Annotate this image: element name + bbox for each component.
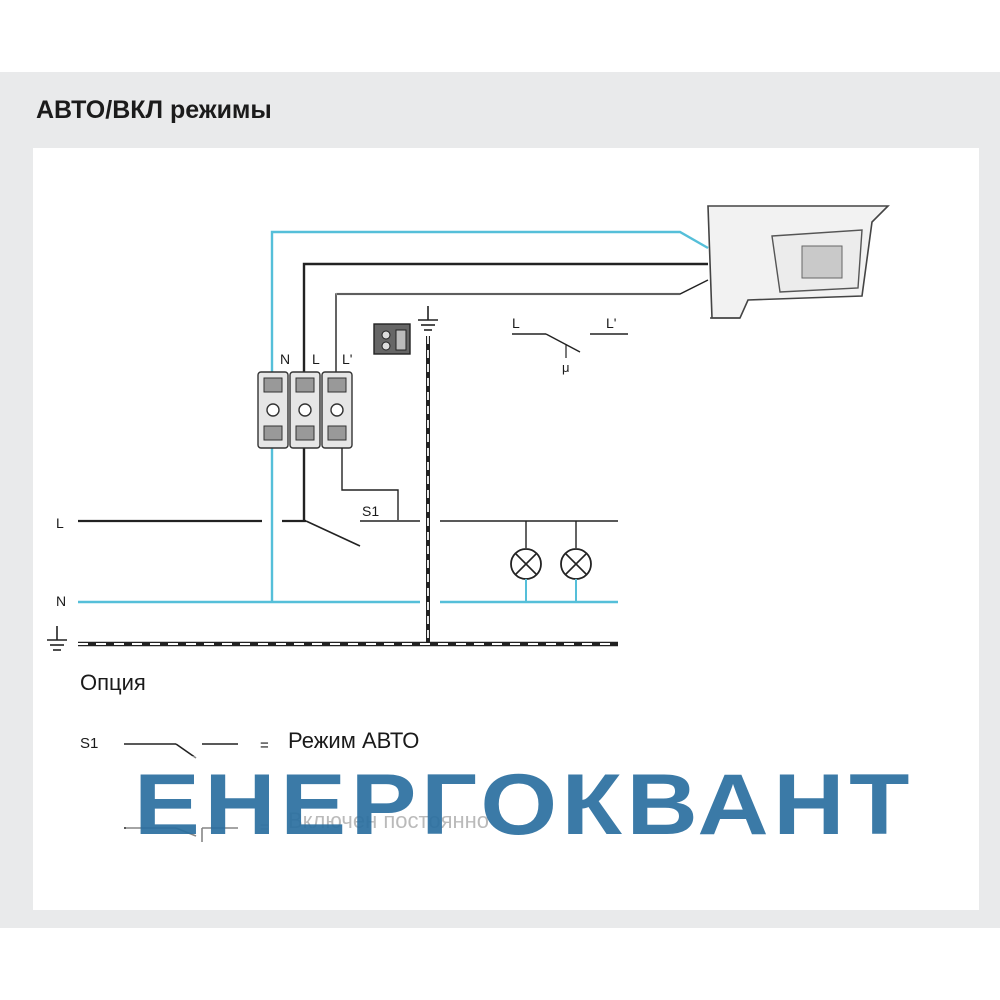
legend-auto-equals: = xyxy=(260,737,269,754)
watermark-text: ЕНЕРГОКВАНТ xyxy=(134,757,914,848)
legend-mode-on: Включен постоянно xyxy=(288,808,489,833)
motion-sensor-icon xyxy=(707,205,890,319)
line-wire-sensor xyxy=(302,262,708,522)
legend-switch-auto-icon xyxy=(124,743,238,759)
terminal-block xyxy=(257,371,353,449)
line-label-l: L xyxy=(56,515,64,531)
switch-label-s1: S1 xyxy=(362,503,379,519)
lamp-icon xyxy=(560,521,592,602)
switch-s1-blade xyxy=(305,520,361,547)
legend-mode-auto: Режим АВТО xyxy=(288,728,419,753)
legend-switch-on-icon xyxy=(124,827,238,842)
terminal-label-n: N xyxy=(280,351,290,367)
earth-terminal-icon xyxy=(373,323,411,355)
sensor-switch-symbol xyxy=(512,333,628,358)
lamp-icon xyxy=(510,521,542,602)
legend-s1-label: S1 xyxy=(80,735,98,752)
sensor-switch-label-l-prime: L' xyxy=(606,315,616,331)
page-title: АВТО/ВКЛ режимы xyxy=(36,96,272,124)
terminal-label-l-prime: L' xyxy=(342,351,352,367)
terminal-label-l: L xyxy=(312,351,320,367)
ground-symbol-icon xyxy=(418,306,438,331)
sensor-switch-label-mu: μ xyxy=(562,360,570,375)
legend-heading: Опция xyxy=(80,670,146,695)
earth-symbol-icon xyxy=(47,626,67,651)
sensor-switch-label-l: L xyxy=(512,315,520,331)
legend-on-equals: = xyxy=(260,819,269,836)
switch-feed-wire xyxy=(341,448,399,520)
watermark-logo: ЕНЕРГОКВАНТ xyxy=(126,756,922,848)
line-label-n: N xyxy=(56,593,66,609)
